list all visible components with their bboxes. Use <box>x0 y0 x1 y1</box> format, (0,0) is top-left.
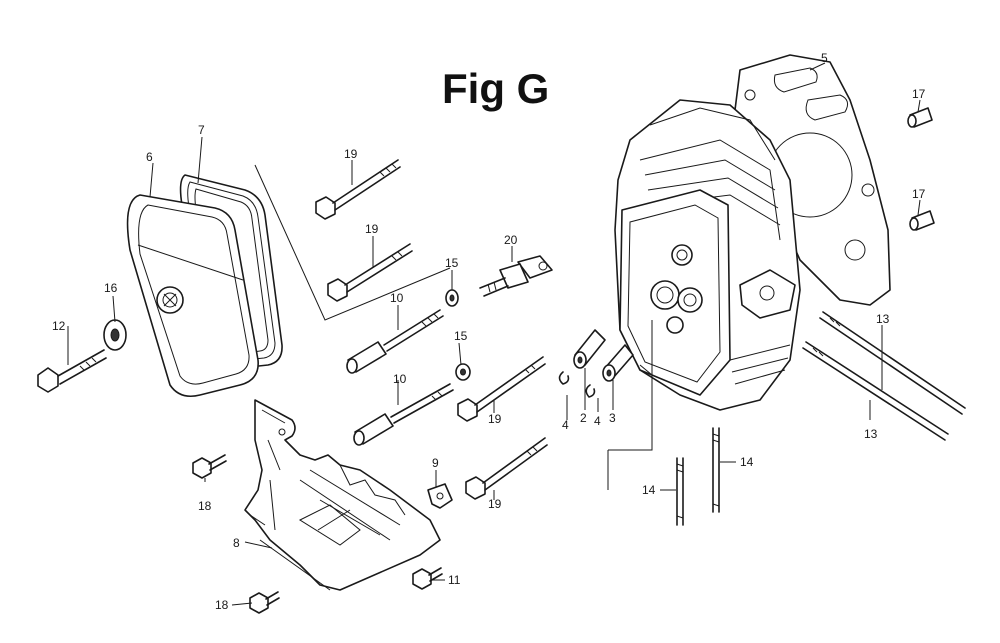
part-12-cover-bolt <box>37 349 107 393</box>
group-divider-line <box>254 164 451 321</box>
part-8-bracket <box>244 399 441 591</box>
callout-10-upper: 10 <box>390 291 404 305</box>
part-17-dowel-lower <box>909 210 935 231</box>
callout-17-upper: 17 <box>912 87 926 101</box>
callout-17-lower: 17 <box>912 187 926 201</box>
part-15-washer-lower <box>455 363 471 381</box>
callout-19-third: 19 <box>488 412 502 426</box>
callout-11: 11 <box>448 573 461 587</box>
callout-19-second: 19 <box>365 222 379 236</box>
callout-19-top: 19 <box>344 147 358 161</box>
part-10-stud-lower <box>353 383 454 446</box>
callout-4-left: 4 <box>562 418 569 432</box>
part-14-stud-right <box>712 427 720 513</box>
part-4-clip-left <box>558 371 570 385</box>
part-11-bolt <box>412 567 443 590</box>
callout-7: 7 <box>198 123 205 137</box>
callout-15-lower: 15 <box>454 329 468 343</box>
part-19-bolt-second <box>327 243 413 302</box>
part-3-valve-guide <box>602 344 634 382</box>
part-9-clip <box>427 483 453 509</box>
callout-18-lower: 18 <box>215 598 229 612</box>
part-15-washer-upper <box>445 289 459 307</box>
part-18-bolt-upper <box>192 454 227 479</box>
callout-3: 3 <box>609 411 616 425</box>
callout-labels: 7 6 16 12 19 19 20 15 10 15 10 19 9 19 1… <box>52 51 926 612</box>
part-6-valve-cover <box>126 194 259 398</box>
callout-8: 8 <box>233 536 240 550</box>
callout-14-left: 14 <box>642 483 656 497</box>
part-20-spark-plug <box>479 255 553 297</box>
callout-12: 12 <box>52 319 66 333</box>
callout-16: 16 <box>104 281 118 295</box>
part-17-dowel-upper <box>907 107 933 128</box>
part-19-bolt-top <box>315 159 401 220</box>
part-19-bolt-fourth <box>465 437 548 500</box>
callout-10-lower: 10 <box>393 372 407 386</box>
part-2-valve-guide <box>573 329 606 369</box>
callout-15-upper: 15 <box>445 256 459 270</box>
callout-5: 5 <box>821 51 828 65</box>
part-14-stud-left <box>676 457 684 526</box>
callout-14-right: 14 <box>740 455 754 469</box>
part-10-stud-upper <box>346 309 444 374</box>
callout-18-upper: 18 <box>198 499 212 513</box>
part-19-bolt-third <box>457 356 546 422</box>
part-13-stud-upper <box>819 311 966 415</box>
cylinder-head <box>614 99 801 411</box>
part-4-clip-right <box>585 384 596 398</box>
callout-13-upper: 13 <box>876 312 890 326</box>
part-18-bolt-lower <box>249 591 280 614</box>
part-16-seal-washer <box>103 319 127 351</box>
callout-19-fourth: 19 <box>488 497 502 511</box>
figure-title: Fig G <box>442 65 549 112</box>
callout-20: 20 <box>504 233 518 247</box>
part-13-stud-lower <box>802 341 949 441</box>
callout-4-right: 4 <box>594 414 601 428</box>
callout-2: 2 <box>580 411 587 425</box>
callout-13-lower: 13 <box>864 427 878 441</box>
callout-6: 6 <box>146 150 153 164</box>
callout-9: 9 <box>432 456 439 470</box>
leader-lines <box>67 62 921 606</box>
